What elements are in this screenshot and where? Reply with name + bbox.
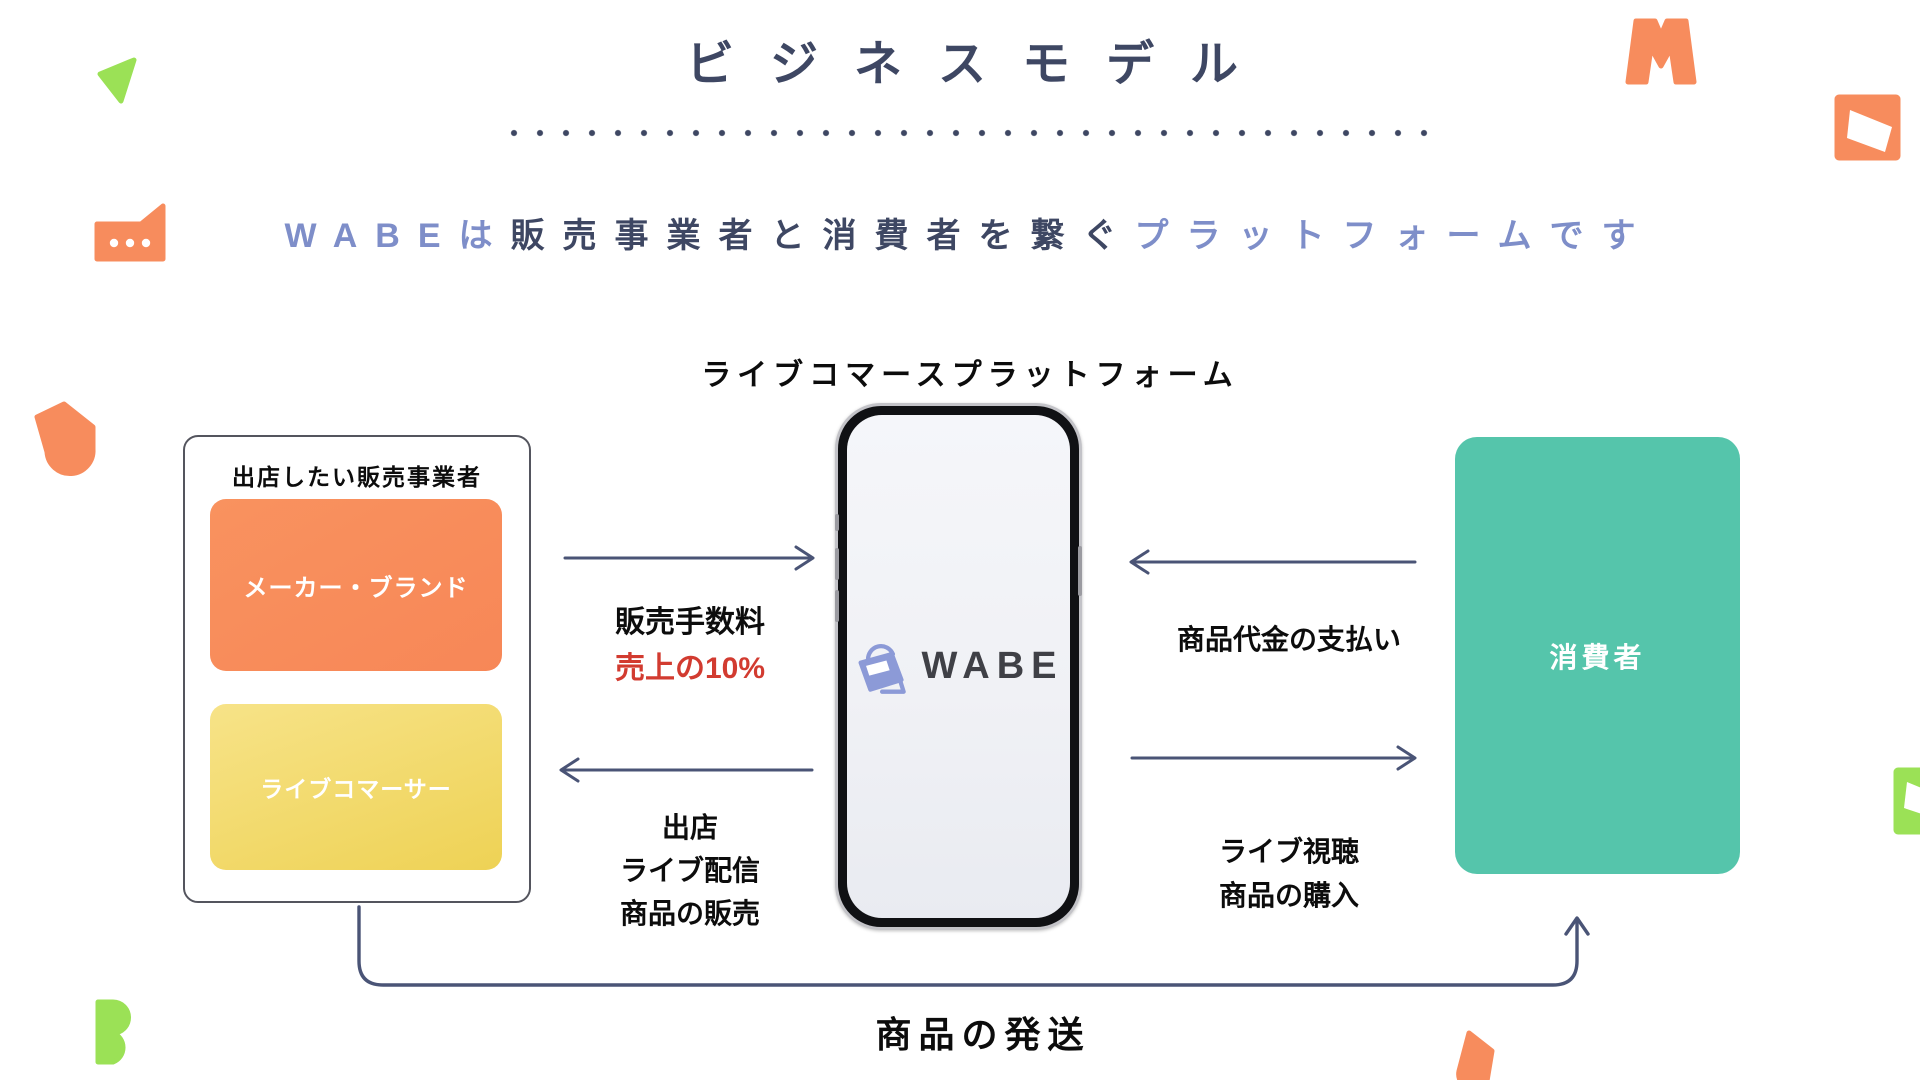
arrow-consumer-to-platform [1129,549,1417,575]
dotted-divider [510,128,1430,138]
arrow-platform-to-consumer [1130,745,1417,771]
payment-label: 商品代金の支払い [1176,624,1401,655]
phone-power-button [1078,546,1082,596]
wabe-logo-text: WABE [921,645,1064,687]
arrow-platform-to-seller [559,757,814,783]
subtitle-mid: 販売事業者と消費者を繋ぐ [510,217,1135,255]
shipping-label: 商品の発送 [875,1014,1091,1055]
seller-action-live-stream: ライブ配信 [619,855,760,886]
subtitle-highlight: プラットフォームです [1134,217,1654,255]
seller-panel: 出店したい販売事業者 メーカー・ブランド ライブコマーサー [183,435,531,903]
seller-action-open-shop: 出店 [661,812,718,843]
deco-green-slash-square [1893,767,1920,835]
deco-orange-blob [34,401,96,477]
consumer-action-purchase: 商品の購入 [1218,880,1359,911]
phone-volume-down-button [835,590,839,622]
page-title: ビジネスモデル [685,38,1274,91]
phone-screen: WABE [847,415,1070,918]
maker-brand-box: メーカー・ブランド [210,499,502,671]
fee-label: 販売手数料 売上の10% [555,600,825,692]
consumer-action-watch-live: ライブ視聴 [1218,836,1359,867]
deco-orange-slash-square [1834,94,1901,161]
phone-mute-switch [835,514,839,531]
subtitle-brand: WABEは [284,217,511,255]
arrow-seller-to-platform [563,545,815,571]
wabe-bag-icon [858,643,906,694]
wabe-logo: WABE [854,638,1064,696]
subtitle: WABEは販売事業者と消費者を繋ぐプラットフォームです [0,208,1920,257]
seller-actions-label: 出店 ライブ配信 商品の販売 [555,806,825,935]
smartphone-mockup: WABE [835,403,1082,930]
platform-heading: ライブコマースプラットフォーム [701,359,1239,392]
consumer-actions-label: ライブ視聴 商品の購入 [1144,830,1434,918]
fee-value: 売上の10% [614,652,766,685]
phone-volume-up-button [835,548,839,580]
seller-panel-title: 出店したい販売事業者 [232,464,482,490]
live-commercer-box: ライブコマーサー [210,704,502,870]
consumer-box: 消費者 [1455,437,1740,874]
fee-title: 販売手数料 [615,606,765,639]
seller-action-sell-products: 商品の販売 [619,898,760,929]
